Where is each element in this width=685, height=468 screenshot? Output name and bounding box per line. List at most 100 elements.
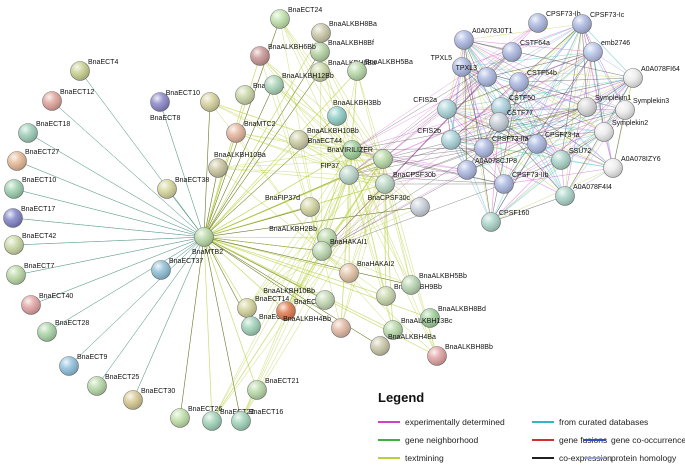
node-BnaECT27[interactable]: BnaECT27	[7, 149, 60, 171]
node-BnaMTB2[interactable]: BnaMTB2	[192, 227, 223, 257]
node-CPSF73-IIb[interactable]: CPSF73-IIb	[494, 172, 549, 194]
node-BnaECT6[interactable]: BnaECT6	[276, 299, 325, 321]
node-BnaECT10b[interactable]: BnaECT10	[166, 90, 220, 112]
edge-tm-FIP37-BnaALKBH10Ba	[217, 167, 350, 176]
node-BnaALKBH10Ba[interactable]: BnaALKBH10Ba	[208, 152, 266, 178]
node-BnaALKBH12Bb[interactable]: BnaALKBH12Bb	[264, 73, 334, 95]
node-highlight	[494, 174, 514, 194]
node-CSTF50[interactable]: CSTF50	[491, 95, 536, 117]
node-highlight	[420, 308, 440, 328]
node-highlight	[237, 298, 257, 318]
node-highlight	[509, 72, 529, 92]
edge-BnaHAKAI1-CPSF73-IIa	[321, 147, 485, 252]
node-CFIS2a[interactable]: CFIS2a	[413, 97, 457, 119]
node-BnaECT21[interactable]: BnaECT21	[247, 378, 300, 400]
node-Symplekin1[interactable]: Symplekin1	[577, 95, 632, 117]
node-BnaECT25[interactable]: BnaECT25	[87, 374, 140, 396]
edge-A0A078J0T1-CFIS2a	[446, 39, 465, 110]
edge-nb-BnaMTB2-BnaECT18	[27, 132, 205, 238]
node-BnaALKBH8Ba[interactable]: BnaALKBH8Ba	[311, 21, 377, 43]
node-Symplekin2[interactable]: Symplekin2	[594, 120, 649, 142]
edge-emb2746-CFIS2b	[450, 51, 594, 141]
node-BnaALKBH10Bc[interactable]: BnaALKBH10Bb	[263, 288, 335, 310]
node-BnaALKBH8Bf[interactable]: BnaALKBH8Bf	[310, 40, 374, 62]
node-CPSF73-Ic[interactable]: CPSF73-Ic	[572, 12, 625, 34]
node-BnaECT40[interactable]: BnaECT40	[21, 293, 74, 315]
node-label: CPSF73-Ic	[590, 12, 625, 19]
node-BnaECT24[interactable]: BnaECT24	[270, 7, 323, 29]
edge-FIP37-CPSF73-IIb	[348, 174, 505, 185]
node-A0A078F4I4[interactable]: A0A078F4I4	[555, 184, 613, 206]
node-BnaECT7[interactable]: BnaECT7	[6, 263, 55, 285]
node-highlight	[7, 151, 27, 171]
node-CPSF73-Ia[interactable]: CPSF73-Ia	[527, 132, 580, 154]
node-highlight	[481, 212, 501, 232]
node-BnaCPSF30b[interactable]: BnaCPSF30b	[375, 172, 436, 194]
node-BnaECT17[interactable]: BnaECT17	[3, 206, 56, 228]
node-BnaECT9[interactable]: BnaECT9	[59, 354, 108, 376]
node-BnaECT28[interactable]: BnaECT28	[37, 320, 90, 342]
edge-tm-BnaHAKAI1-BnaALKBH10Ba	[217, 167, 323, 252]
node-BnaECT8[interactable]: BnaECT8	[150, 92, 180, 123]
node-CPSF73-Ib[interactable]: CPSF73-Ib	[528, 11, 581, 33]
node-BnaECT10[interactable]: BnaECT10	[4, 177, 57, 199]
node-A0A078IZY6[interactable]: A0A078IZY6	[603, 156, 661, 178]
node-BnaALKBH8Bd[interactable]: BnaALKBH8Bd	[420, 306, 486, 328]
node-highlight	[59, 356, 79, 376]
node-A0A078J0T1[interactable]: A0A078J0T1	[454, 28, 513, 50]
node-BnaALKBH8Bb[interactable]: BnaALKBH8Bb	[427, 344, 493, 366]
node-BnaECT12[interactable]: BnaECT12	[42, 89, 95, 111]
node-CPSF160[interactable]: CPSF160	[481, 210, 530, 232]
node-BnaALKBH4Ba[interactable]: BnaALKBH4Ba	[370, 334, 436, 356]
node-CPSF73-IIa[interactable]: CPSF73-IIa	[474, 136, 529, 158]
edge-tm-BnaHAKAI1-BnaALKBH5Ba	[321, 70, 358, 252]
node-BnaMTC2[interactable]: BnaMTC2	[226, 121, 276, 143]
node-CFIS2b[interactable]: CFIS2b	[417, 128, 461, 150]
node-highlight	[572, 14, 592, 34]
node-highlight	[208, 158, 228, 178]
node-BnaECT14[interactable]: BnaECT14	[237, 296, 290, 318]
node-BnaECT38[interactable]: BnaECT38	[157, 177, 210, 199]
node-BnaALKBH6Bb[interactable]: BnaALKBH6Bb	[250, 44, 316, 66]
node-TPXL3[interactable]: TPXL3	[456, 65, 497, 87]
node-BnaHAKAI2[interactable]: BnaHAKAI2	[339, 261, 395, 283]
node-BnaALKBH5Bb[interactable]: BnaALKBH5Bb	[401, 273, 467, 295]
node-BnaHAKAI1[interactable]: BnaHAKAI1	[312, 239, 368, 261]
edge-A0A078J0T1-A0A078IZY6	[463, 39, 614, 169]
node-label: BnaALKBH4Ba	[388, 334, 436, 341]
node-BnaVIRILIZER[interactable]: BnaVIRILIZER	[327, 147, 393, 169]
node-BnaECT30[interactable]: BnaECT30	[123, 388, 176, 410]
node-BnaALKBH3Bb[interactable]: BnaALKBH3Bb	[327, 100, 381, 126]
node-A0A078FI64[interactable]: A0A078FI64	[623, 66, 681, 88]
node-BnaECT42[interactable]: BnaECT42	[4, 233, 57, 255]
edge-tm-BnaHAKAI1-BnaECT22	[211, 250, 323, 422]
node-highlight	[194, 227, 214, 247]
node-BnaALKBH10Bb[interactable]: BnaALKBH10Bb	[289, 128, 359, 150]
node-BnaECT37[interactable]: BnaECT37	[151, 258, 204, 280]
node-BnaECT4[interactable]: BnaECT4	[70, 59, 119, 81]
node-BnaECT15[interactable]: BnaECT15	[241, 314, 294, 336]
node-CSTF77[interactable]: CSTF77	[489, 110, 534, 132]
node-BnaCPSF30c[interactable]: BnaCPSF30c	[368, 195, 430, 217]
node-emb2746[interactable]: emb2746	[583, 40, 631, 62]
node-BnaECT44[interactable]: BnaECT44	[308, 138, 362, 160]
node-highlight	[347, 61, 367, 81]
node-A0A078CJP8[interactable]: A0A078CJP8	[457, 158, 518, 180]
node-BnaALKBH13Bc[interactable]: BnaALKBH13Bc	[383, 318, 453, 340]
node-CSTF64b[interactable]: CSTF64b	[509, 70, 558, 92]
edge-tm-BnaVIRILIZER-BnaALKBH10Bb	[298, 139, 384, 160]
node-BnaFIP37d[interactable]: BnaFIP37d	[265, 195, 320, 217]
node-BnaECT16[interactable]: BnaECT16	[231, 409, 284, 431]
node-FIP37[interactable]: FIP37	[320, 163, 359, 185]
node-BnaECT26[interactable]: BnaECT26	[170, 406, 223, 428]
node-BnaECT18[interactable]: BnaECT18	[18, 121, 71, 143]
node-highlight	[623, 68, 643, 88]
node-CSTF64a[interactable]: CSTF64a	[502, 40, 551, 62]
node-BnaALKBH4Bb[interactable]: BnaALKBH4Bb	[283, 316, 351, 338]
node-BnaALKBH5Ba[interactable]: BnaALKBH5Ba	[347, 59, 413, 81]
node-Symplekin3[interactable]: Symplekin3	[615, 98, 670, 120]
node-TPXL5[interactable]: TPXL5	[431, 55, 472, 77]
node-SSU72[interactable]: SSU72	[551, 148, 592, 170]
node-label: BnaECT15	[259, 314, 293, 321]
